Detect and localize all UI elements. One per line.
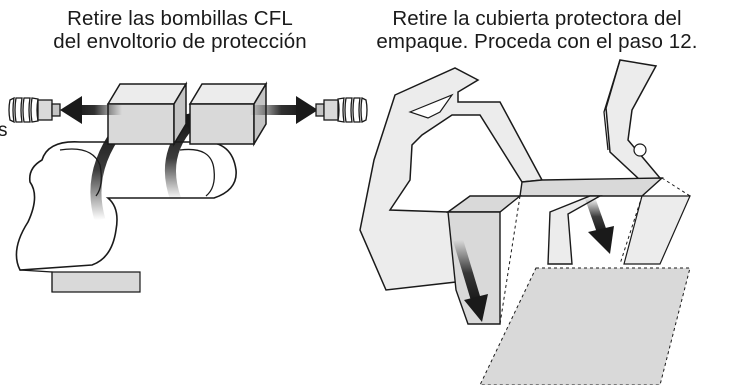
protective-cover-frame: [359, 59, 691, 325]
cfl-bulb-right: [315, 97, 368, 123]
down-arrow-right: [585, 196, 614, 254]
bulb-sleeve-left: [106, 81, 188, 147]
right-instruction-caption: Retire la cubierta protectora del empaqu…: [342, 7, 730, 53]
left-caption-line-1: Retire las bombillas CFL: [67, 7, 293, 30]
right-caption-line-2: empaque. Proceda con el paso 12.: [376, 30, 698, 53]
cropped-label-fragment: s: [0, 120, 8, 141]
right-arrow: [250, 96, 318, 124]
left-caption-line-2: del envoltorio de protección: [53, 30, 307, 53]
cover-panel: [479, 267, 691, 385]
left-instruction-caption: Retire las bombillas CFL del envoltorio …: [30, 7, 330, 53]
cfl-bulb-left: [8, 96, 61, 124]
down-arrow-left: [453, 238, 488, 322]
right-caption-line-1: Retire la cubierta protectora del: [392, 7, 682, 30]
left-arrow: [60, 96, 122, 124]
packaging-sheet: [15, 141, 237, 293]
